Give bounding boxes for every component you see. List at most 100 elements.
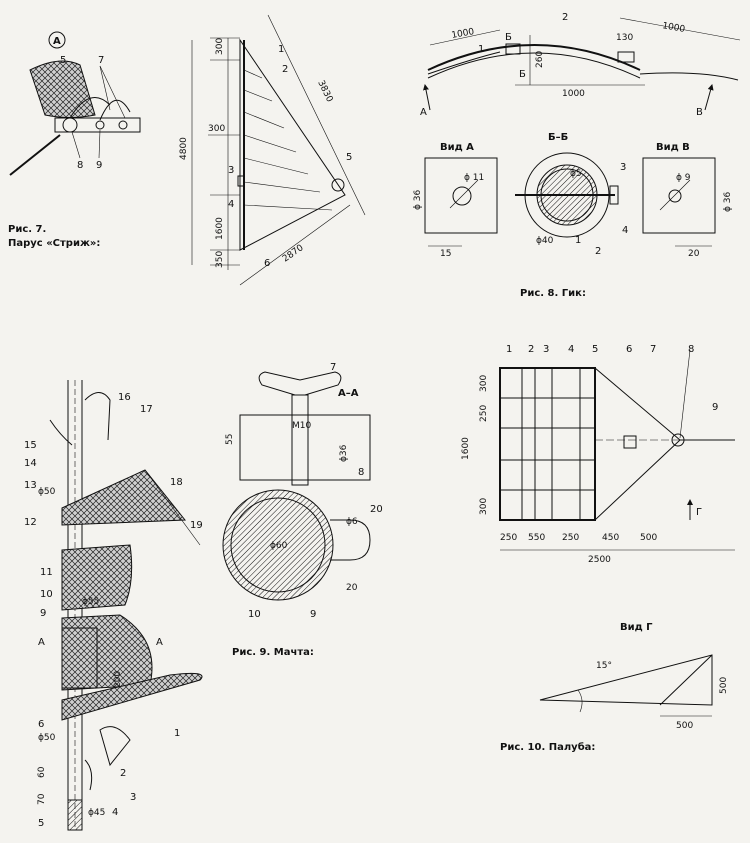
- deck-dim-550: 550: [528, 533, 545, 543]
- section-label-3: 3: [620, 162, 626, 173]
- mast-label-19: 19: [190, 520, 203, 531]
- fig7-detail-a: А 5 7 8 9 Рис. 7. Парус «Стриж»:: [8, 31, 141, 249]
- fig7-sail-drawing: 1 2 3 4 5 6 300 300 4800 1600 350 3830 2…: [179, 14, 366, 286]
- fitting-plate: [54, 117, 141, 133]
- view-a-offset: 15: [440, 249, 451, 259]
- dim-boom-130: 130: [616, 33, 633, 43]
- dim-1600: 1600: [215, 217, 225, 240]
- clew-eye: [331, 178, 345, 192]
- fig9-section-aa: А–А 7 55 М10 ϕ36 8 ϕ60 ϕ6 20 20 10 9: [222, 362, 383, 620]
- detail-a-marker: [48, 31, 66, 49]
- deck-label-8: 8: [688, 344, 694, 355]
- view-g-title: Вид Г: [620, 622, 653, 633]
- boom-joint-right: [617, 51, 635, 63]
- deck-dim-250-a: 250: [500, 533, 517, 543]
- view-arrow-a: А: [420, 107, 427, 118]
- boom-label-2: 2: [562, 12, 568, 23]
- mast-label-9: 9: [40, 608, 46, 619]
- deck-view-arrow-g: Г: [696, 507, 702, 518]
- mast-label-14: 14: [24, 458, 37, 469]
- dim-boom-260: 260: [535, 51, 545, 68]
- mast-label-2: 2: [120, 768, 126, 779]
- cut-a-right: А: [156, 637, 163, 648]
- view-arrow-b: В: [696, 107, 703, 118]
- dim-4800: 4800: [179, 137, 189, 160]
- mast-label-6: 6: [38, 719, 44, 730]
- mast-label-3: 3: [130, 792, 136, 803]
- section-dim-6: ϕ6: [346, 517, 358, 527]
- view-b-hole: ϕ 9: [676, 173, 691, 183]
- deck-dim-300-bottom: 300: [479, 498, 489, 515]
- deck-step: [623, 435, 637, 449]
- sail-middle-band: [61, 544, 133, 611]
- fig8-section-bb: Б–Б ϕ5 ϕ40 3 4 1 2: [515, 132, 628, 257]
- mast-label-10: 10: [40, 589, 53, 600]
- dim-boom-1000-right: 1000: [661, 21, 686, 35]
- fig8-caption: Рис. 8. Гик:: [520, 288, 586, 299]
- section-tube-dia: ϕ40: [536, 236, 554, 246]
- fig8-view-b: Вид В ϕ 9 ϕ 36 20: [642, 142, 733, 259]
- mast-label-1: 1: [174, 728, 180, 739]
- section-label-8: 8: [358, 467, 364, 478]
- fig8-view-a: Вид А ϕ 11 ϕ 36 15: [413, 142, 498, 259]
- deck-dim-450: 450: [602, 533, 619, 543]
- view-g-height: 500: [719, 677, 729, 694]
- fig9-mast-assembly: 16 17 15 14 13 12 18 19 11 10 9 6 1 2 3 …: [24, 380, 203, 831]
- mast-dim-200: 200: [113, 671, 123, 688]
- sail-label-3: 3: [228, 165, 234, 176]
- wing-nut: [258, 371, 342, 396]
- deck-label-3: 3: [543, 344, 549, 355]
- cleat: [237, 175, 245, 187]
- mast-label-4: 4: [112, 807, 118, 818]
- fig7-part-5: 5: [60, 55, 66, 66]
- deck-label-4: 4: [568, 344, 574, 355]
- mast-label-15: 15: [24, 440, 37, 451]
- section-label-9: 9: [310, 609, 316, 620]
- deck-label-6: 6: [626, 344, 632, 355]
- sail-outline: [239, 38, 346, 251]
- mast-dim-70: 70: [37, 793, 47, 805]
- dim-300-mid: 300: [208, 124, 225, 134]
- deck-dim-1600: 1600: [461, 437, 471, 460]
- view-g-angle: 15°: [596, 661, 612, 671]
- dim-300-top: 300: [215, 38, 225, 55]
- mast-dim-50-bottom: ϕ50: [38, 733, 56, 743]
- deck-label-2: 2: [528, 344, 534, 355]
- mast-dim-45: ϕ45: [88, 808, 105, 818]
- deck-label-5: 5: [592, 344, 598, 355]
- boom-label-1: 1: [478, 44, 484, 55]
- view-a-hole: ϕ 11: [464, 173, 484, 183]
- view-b-offset: 20: [688, 249, 700, 259]
- sail-label-4: 4: [228, 199, 234, 210]
- mast-label-5: 5: [38, 818, 44, 829]
- deck-dim-300-top: 300: [479, 375, 489, 392]
- deck-label-7: 7: [650, 344, 656, 355]
- section-bb-title: Б–Б: [548, 132, 568, 143]
- mast-label-12: 12: [24, 517, 37, 528]
- mast-dim-60: 60: [37, 766, 47, 778]
- deck-dim-500: 500: [640, 533, 657, 543]
- detail-a-letter: А: [53, 36, 61, 47]
- section-label-1: 1: [575, 235, 581, 246]
- fig7-part-8: 8: [77, 160, 83, 171]
- sail-upper: [61, 469, 187, 526]
- dim-boom-1000-left: 1000: [451, 27, 476, 41]
- dim-boom-1000-center: 1000: [562, 89, 585, 99]
- section-label-10: 10: [248, 609, 261, 620]
- section-dim-55: 55: [225, 434, 235, 445]
- section-label-4: 4: [622, 225, 628, 236]
- section-label-7: 7: [330, 362, 336, 373]
- sail-boom-band: [61, 672, 203, 721]
- mast-label-13: 13: [24, 480, 37, 491]
- boom-stub: [9, 134, 61, 176]
- mast-label-11: 11: [40, 567, 53, 578]
- deck-dim-250-b: 250: [562, 533, 579, 543]
- boom-section-b-bottom: Б: [519, 69, 526, 80]
- fig10-view-g: Вид Г 15° 500 500: [539, 622, 729, 731]
- mast-label-17: 17: [140, 404, 153, 415]
- section-dim-36: ϕ36: [339, 444, 349, 462]
- deck-label-9: 9: [712, 402, 718, 413]
- section-dim-m10: М10: [292, 421, 311, 431]
- fig10-deck-plan: 1 2 3 4 5 6 7 8 9 300 250 1600 300 250 5…: [461, 344, 735, 565]
